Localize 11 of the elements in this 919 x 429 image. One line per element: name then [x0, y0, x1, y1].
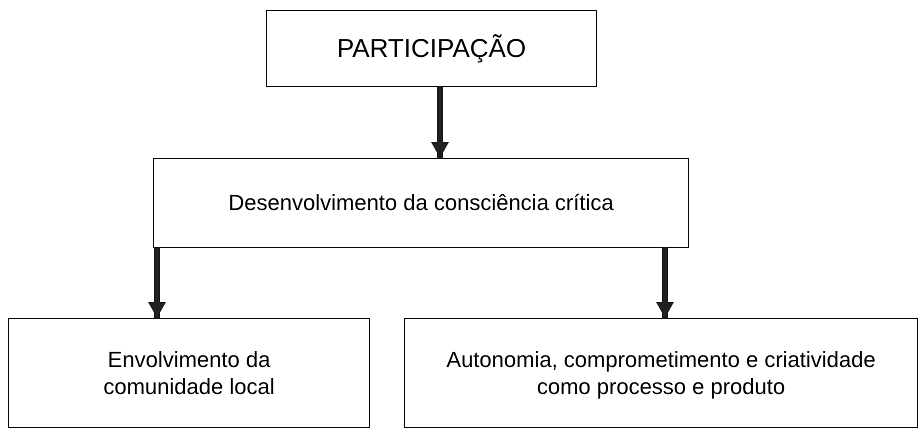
- text-box: [266, 10, 597, 87]
- arrow: [431, 87, 449, 158]
- box-text: Autonomia, comprometimento e criatividade como processo e produto: [445, 346, 877, 400]
- box-text: Envolvimento da comunidade local: [102, 346, 276, 400]
- box-text: Desenvolvimento da consciência crítica: [228, 189, 614, 217]
- text-box: [153, 158, 689, 248]
- box-text: PARTICIPAÇÃO: [336, 32, 526, 65]
- arrow: [148, 248, 166, 318]
- text-box: [404, 318, 918, 428]
- arrow: [656, 248, 674, 318]
- text-box: [8, 318, 370, 428]
